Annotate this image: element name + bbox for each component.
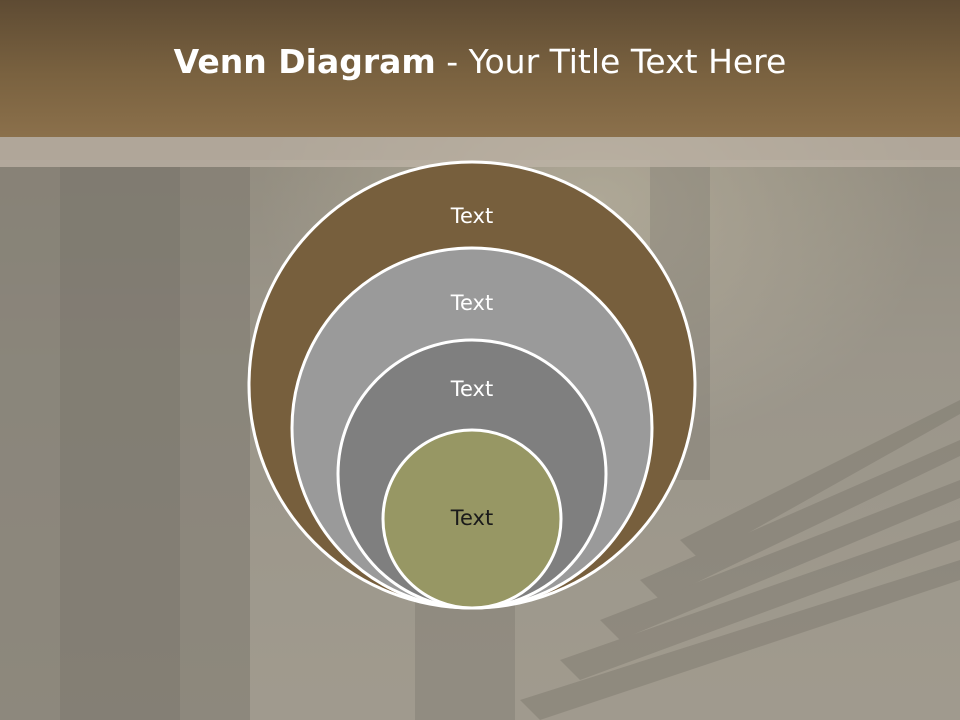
- venn-circle-inner: [381, 428, 563, 610]
- venn-circle-outer-label: Text: [450, 204, 493, 228]
- title-rest: - Your Title Text Here: [435, 42, 787, 81]
- venn-circle-third-label: Text: [450, 377, 493, 401]
- venn-circle-second-label: Text: [450, 291, 493, 315]
- title-bar: [0, 0, 960, 137]
- slide-title: Venn Diagram - Your Title Text Here: [0, 42, 960, 82]
- venn-circle-inner-label: Text: [450, 506, 493, 530]
- title-bold: Venn Diagram: [173, 42, 436, 81]
